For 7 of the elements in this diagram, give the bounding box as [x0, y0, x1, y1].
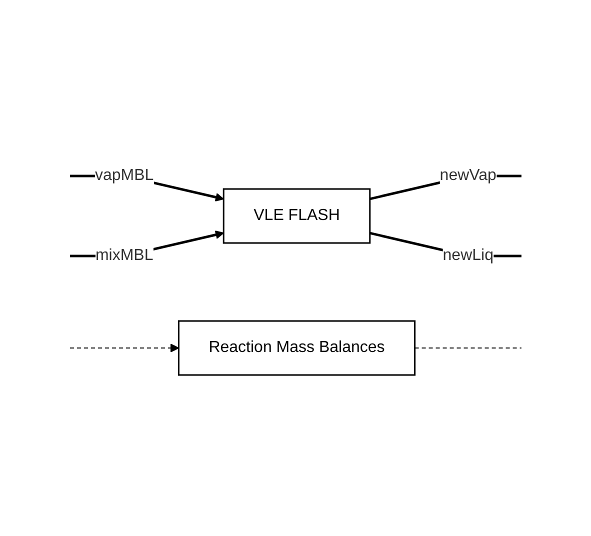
node-box: Reaction Mass Balances [178, 320, 416, 376]
edge-label: vapMBL [94, 167, 154, 184]
edge-label: mixMBL [95, 247, 154, 264]
edge-label: newVap [440, 167, 496, 184]
edge-label: newLiq [442, 247, 494, 264]
node-box: VLE FLASH [222, 188, 370, 244]
arrow [69, 344, 179, 352]
